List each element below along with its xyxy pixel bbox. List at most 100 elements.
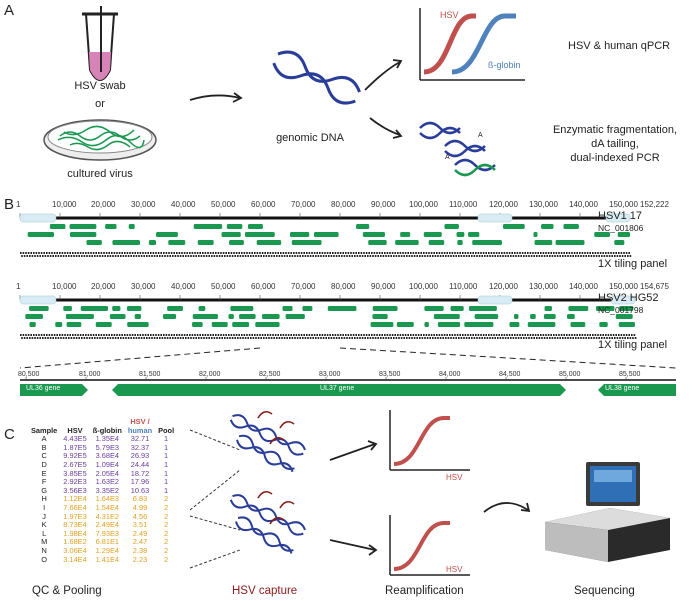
- tiling-probe: [523, 255, 525, 257]
- tiling-probe: [43, 334, 45, 336]
- sample-cell: C: [41, 451, 47, 461]
- tiling-probe: [130, 337, 132, 339]
- tiling-probe: [365, 252, 368, 254]
- tiling-probe: [430, 252, 433, 254]
- tiling-probe: [33, 334, 35, 336]
- tiling-probe: [567, 255, 569, 257]
- zoom-tick: 82,000: [199, 371, 221, 378]
- tiling-probe: [142, 334, 144, 336]
- tiling-probe: [290, 334, 292, 336]
- gene-feature: [255, 322, 280, 327]
- tiling-probe: [280, 334, 282, 336]
- tiling-probe: [543, 255, 546, 257]
- tiling-probe: [306, 334, 308, 336]
- tiling-probe: [61, 252, 64, 254]
- tiling-probe: [316, 252, 318, 254]
- tiling-probe: [595, 337, 598, 339]
- tiling-probe: [34, 337, 36, 339]
- tiling-probe: [376, 252, 378, 254]
- gene-feature: [126, 306, 142, 311]
- tiling-probe: [386, 334, 389, 336]
- tiling-probe: [441, 334, 443, 336]
- tiling-probe: [329, 252, 331, 254]
- gene-feature: [221, 232, 241, 237]
- gene-feature: [192, 322, 203, 327]
- tiling-probe: [163, 334, 165, 336]
- tick-label: 30,000: [131, 282, 156, 291]
- tiling-probe: [452, 337, 455, 339]
- tiling-probe: [476, 255, 478, 257]
- gene-feature: [472, 240, 502, 245]
- zoom-line-left: [19, 347, 261, 369]
- tiling-probe: [59, 252, 61, 254]
- globin-cell: 2.49E4: [95, 520, 120, 530]
- sample-cell: D: [41, 459, 47, 469]
- tiling-probe: [315, 337, 317, 339]
- tiling-probe: [451, 252, 454, 254]
- tiling-probe: [458, 255, 460, 257]
- tiling-probe: [585, 337, 587, 339]
- tiling-probe: [109, 255, 112, 257]
- tiling-probe: [484, 255, 486, 257]
- tiling-probe: [465, 255, 468, 257]
- pool-cell: 1: [164, 485, 169, 495]
- tiling-probe: [153, 255, 156, 257]
- gene-ul37-arrow: [112, 384, 566, 396]
- tiling-probe: [485, 334, 487, 336]
- tiling-probe: [398, 255, 400, 257]
- tiling-probe: [517, 337, 520, 339]
- tiling-probe: [623, 252, 625, 254]
- tiling-probe: [121, 334, 123, 336]
- tiling-probe: [109, 337, 112, 339]
- tiling-probe: [525, 337, 528, 339]
- gene-feature: [197, 240, 214, 245]
- tiling-probe: [519, 334, 521, 336]
- tiling-probe: [512, 337, 515, 339]
- tiling-probe: [20, 334, 22, 336]
- tiling-probe: [439, 337, 442, 339]
- gene-feature: [428, 240, 445, 245]
- ratio-cell: 18.72: [130, 468, 150, 478]
- tiling-probe: [511, 252, 513, 254]
- tiling-probe: [222, 334, 225, 336]
- tiling-probe: [20, 252, 22, 254]
- tiling-probe: [593, 255, 595, 257]
- tiling-probe: [247, 255, 249, 257]
- qpcr-hsv-label: HSV: [440, 10, 459, 20]
- tiling-probe: [631, 334, 633, 336]
- tiling-probe: [343, 255, 346, 257]
- tick-label: 50,000: [211, 200, 236, 209]
- tiling-probe: [533, 255, 535, 257]
- zoom-tick: 85,500: [619, 371, 641, 378]
- sample-cell: M: [41, 537, 48, 547]
- tiling-probe: [129, 252, 131, 254]
- pool-cell: 2: [164, 511, 169, 521]
- tiling-probe: [420, 334, 422, 336]
- ratio-cell: 2.49: [132, 528, 148, 538]
- zoom-tick: 81,500: [139, 371, 161, 378]
- tiling-probe: [265, 255, 268, 257]
- tiling-probe: [255, 255, 257, 257]
- tiling-probe: [339, 334, 342, 336]
- sample-cell: J: [42, 511, 46, 521]
- tick-label: 40,000: [171, 200, 196, 209]
- ratio-cell: 2.38: [132, 545, 148, 555]
- tiling-probe: [65, 255, 67, 257]
- tiling-probe: [433, 334, 435, 336]
- tiling-probe: [159, 255, 161, 257]
- tiling-probe: [91, 255, 93, 257]
- gene-feature: [450, 306, 464, 311]
- tiling-probe: [242, 337, 244, 339]
- tiling-probe: [190, 255, 192, 257]
- tiling-probe: [49, 337, 52, 339]
- tiling-probe: [125, 337, 127, 339]
- tiling-probe: [140, 255, 143, 257]
- tiling-probe: [415, 334, 417, 336]
- tiling-probe: [537, 334, 539, 336]
- tiling-probe: [126, 334, 129, 336]
- tiling-probe: [277, 334, 279, 336]
- tiling-probe: [127, 337, 130, 339]
